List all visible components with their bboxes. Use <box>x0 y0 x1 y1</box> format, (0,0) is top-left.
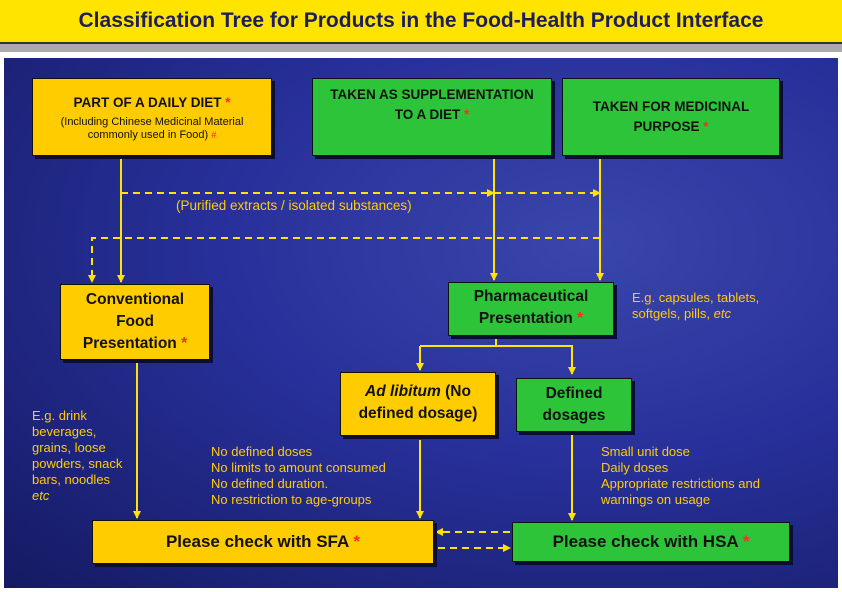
defined-detail-line: Small unit dose <box>601 444 690 459</box>
hsa-box: Please check with HSA * <box>512 522 790 562</box>
food-examples-etc: etc <box>32 488 50 503</box>
asterisk-mark: * <box>225 95 231 110</box>
purified-extracts-note: (Purified extracts / isolated substances… <box>176 198 412 213</box>
dashed-medicinal-to-conventional <box>88 237 600 283</box>
defined-detail-line: Appropriate restrictions and warnings on… <box>601 476 760 507</box>
hash-mark: # <box>211 130 217 140</box>
ad-libitum-detail-line: No restriction to age-groups <box>211 492 372 507</box>
medicinal-box: TAKEN FOR MEDICINAL PURPOSE * <box>562 78 780 156</box>
pharma-examples-text: E.g. capsules, tablets, softgels, pills, <box>632 290 760 321</box>
defined-dosages-details: Small unit dose Daily doses Appropriate … <box>601 444 771 508</box>
ad-libitum-detail-line: No defined duration. <box>211 476 329 491</box>
page-title: Classification Tree for Products in the … <box>78 9 764 32</box>
food-examples-text: E.g. drink beverages, grains, loose powd… <box>32 408 123 487</box>
daily-diet-box: PART OF A DAILY DIET * (Including Chines… <box>32 78 272 156</box>
medicinal-title: TAKEN FOR MEDICINAL PURPOSE <box>592 99 750 134</box>
pharmaceutical-title: Pharmaceutical Presentation <box>473 288 589 327</box>
arrow-pharma-split <box>420 336 497 347</box>
defined-dosages-title: Defined dosages <box>542 385 606 424</box>
asterisk-mark: * <box>703 119 709 134</box>
supplementation-box: TAKEN AS SUPPLEMENTATION TO A DIET * <box>312 78 552 156</box>
pharmaceutical-box: Pharmaceutical Presentation * <box>448 282 614 336</box>
daily-diet-title: PART OF A DAILY DIET <box>73 95 222 110</box>
asterisk-mark: * <box>181 335 188 352</box>
defined-dosages-box: Defined dosages <box>516 378 632 432</box>
asterisk-mark: * <box>742 532 750 551</box>
conventional-food-box: Conventional Food Presentation * <box>60 284 210 360</box>
ad-libitum-details: No defined doses No limits to amount con… <box>211 444 386 508</box>
hsa-title: Please check with HSA <box>552 532 739 551</box>
ad-libitum-rest: (No defined dosage) <box>358 383 478 422</box>
arrow-pharma-to-defined <box>496 345 576 375</box>
asterisk-mark: * <box>577 310 584 327</box>
sfa-box: Please check with SFA * <box>92 520 434 564</box>
pharma-examples-etc: etc <box>713 306 732 321</box>
ad-libitum-detail-line: No limits to amount consumed <box>211 460 386 475</box>
daily-diet-subtitle: (Including Chinese Medicinal Material co… <box>60 116 244 141</box>
defined-detail-line: Daily doses <box>601 460 669 475</box>
pharma-examples-note: E.g. capsules, tablets, softgels, pills,… <box>632 290 792 322</box>
asterisk-mark: * <box>464 107 470 122</box>
title-divider <box>0 44 842 52</box>
title-bar: Classification Tree for Products in the … <box>0 0 842 44</box>
conventional-title: Conventional Food Presentation <box>82 291 185 352</box>
asterisk-mark: * <box>353 532 361 551</box>
sfa-title: Please check with SFA <box>165 532 349 551</box>
ad-libitum-italic: Ad libitum <box>365 383 441 400</box>
ad-libitum-box: Ad libitum (No defined dosage) <box>340 372 496 436</box>
ad-libitum-detail-line: No defined doses <box>211 444 313 459</box>
food-examples-note: E.g. drink beverages, grains, loose powd… <box>32 408 130 504</box>
supplementation-title: TAKEN AS SUPPLEMENTATION TO A DIET <box>330 87 534 122</box>
